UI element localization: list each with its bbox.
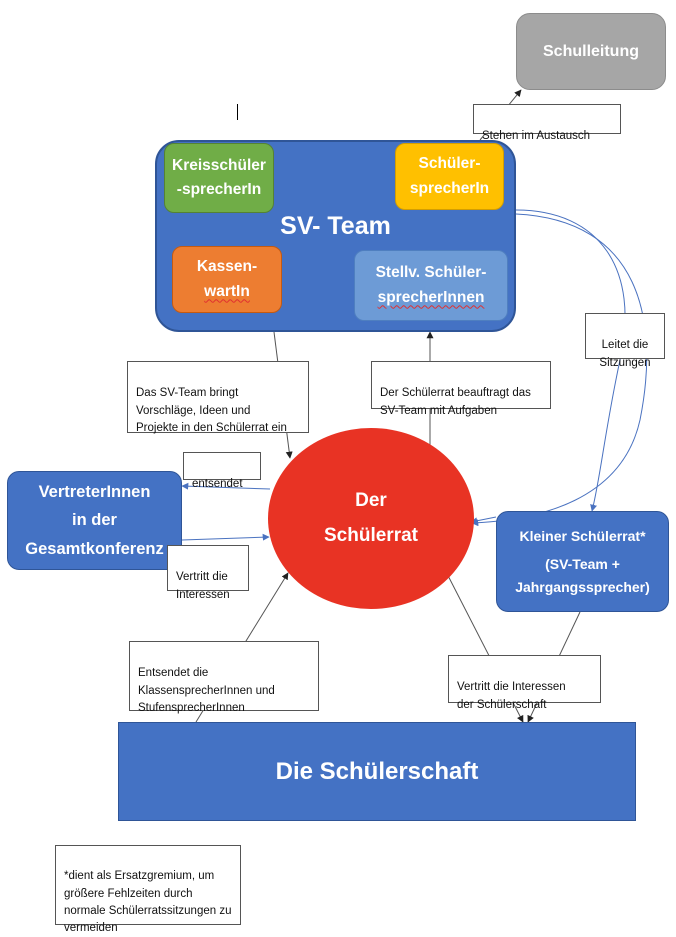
role-kassenwart-line2: wartIn (204, 282, 250, 300)
kleiner-schuelerrat-title: Kleiner Schülerrat* (519, 527, 646, 544)
note-sv-bringt: Das SV-Team bringt Vorschläge, Ideen und… (127, 361, 309, 435)
note-vertritt-interessen: Vertritt die Interessen (167, 545, 249, 601)
note-sv-bringt-text: Das SV-Team bringt Vorschläge, Ideen und… (136, 386, 287, 435)
role-kassenwart-line1: Kassen- (196, 258, 258, 276)
text-cursor (237, 104, 238, 120)
schuelerschaft-label: Die Schülerschaft (275, 757, 479, 785)
note-entsendet: entsendet (183, 452, 261, 490)
role-stellv-line2: sprecherInnen (377, 288, 485, 306)
schuelerrat-circle: Der Schülerrat (268, 428, 474, 609)
note-beauftragt: Der Schülerrat beauftragt das SV-Team mi… (371, 361, 551, 417)
note-leitet: Leitet die Sitzungen (585, 313, 665, 369)
note-vertritt-schuelerschaft: Vertritt die Interessen der Schülerschaf… (448, 655, 601, 711)
arrow-vertreter-schuelerrat (181, 533, 270, 541)
role-stellv-schuelersprecher: Stellv. Schüler- sprecherInnen (354, 250, 508, 321)
sv-team-title: SV- Team (280, 212, 391, 240)
schuelerschaft-box: Die Schülerschaft (118, 722, 636, 821)
role-stellv-line1: Stellv. Schüler- (375, 264, 487, 282)
vertreter-box: VertreterInnen in der Gesamtkonferenz (7, 471, 182, 570)
note-beauftragt-text: Der Schülerrat beauftragt das SV-Team mi… (380, 386, 531, 417)
role-schuelersprecher: Schüler- sprecherIn (395, 143, 504, 210)
note-entsendet-klassen-text: Entsendet die KlassensprecherInnen und S… (138, 666, 275, 715)
note-austausch: Stehen im Austausch (473, 104, 621, 142)
footnote-box: *dient als Ersatzgremium, um größere Feh… (55, 845, 241, 934)
schulleitung-label: Schulleitung (543, 42, 639, 60)
note-austausch-text: Stehen im Austausch (482, 129, 591, 142)
footnote-text: *dient als Ersatzgremium, um größere Feh… (64, 870, 232, 934)
kleiner-schuelerrat-subtitle: (SV-Team + Jahrgangssprecher) (515, 556, 650, 595)
note-vertritt-interessen-text: Vertritt die Interessen (176, 570, 230, 601)
role-kassenwart: Kassen- wartIn (172, 246, 282, 313)
note-leitet-text: Leitet die Sitzungen (599, 338, 651, 369)
arrow-schuelerrat-vertreter (181, 482, 271, 490)
note-vertritt-schuelerschaft-text: Vertritt die Interessen der Schülerschaf… (457, 680, 566, 711)
note-entsendet-klassen: Entsendet die KlassensprecherInnen und S… (129, 641, 319, 714)
kleiner-schuelerrat-box: Kleiner Schülerrat* (SV-Team + Jahrgangs… (496, 511, 669, 612)
role-kreisschuelersprecher: Kreisschüler -sprecherIn (164, 143, 274, 213)
schulleitung-box: Schulleitung (516, 13, 666, 90)
note-entsendet-text: entsendet (192, 477, 243, 490)
